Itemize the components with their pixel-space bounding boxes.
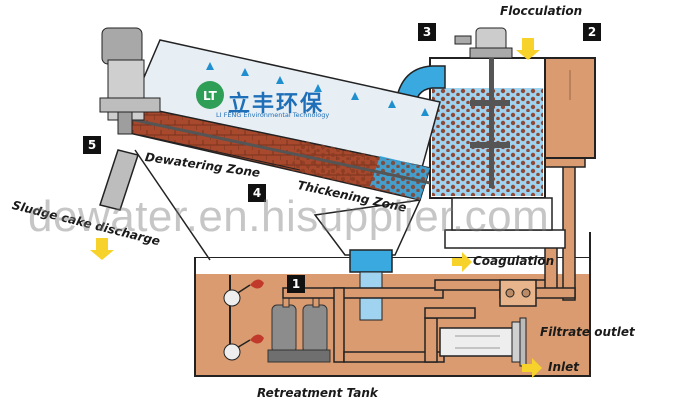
filtrate-funnel (313, 199, 422, 321)
label-filtrate-outlet: Filtrate outlet (540, 325, 635, 339)
marker-1: 1 (287, 275, 305, 293)
label-retreatment-tank: Retreatment Tank (257, 386, 378, 400)
drive-motor (99, 27, 161, 135)
feed-pump (439, 317, 527, 367)
flow-arrows (90, 38, 542, 378)
arrow-right-icon (522, 358, 542, 378)
label-inlet: Inlet (548, 360, 579, 374)
cake-discharge-chute (99, 149, 211, 261)
inline-valve (499, 279, 537, 307)
submersible-pumps (267, 294, 331, 363)
brand-name-cn: 立丰环保 (228, 92, 325, 117)
arrow-right-icon (452, 252, 472, 272)
label-coagulation: Coagulation (473, 254, 555, 268)
logo-mark: LT (203, 89, 218, 103)
marker-4: 4 (248, 184, 266, 202)
marker-2: 2 (583, 23, 601, 41)
label-flocculation: Flocculation (500, 4, 583, 18)
level-switch (223, 275, 264, 361)
flocculation-tank (429, 27, 596, 231)
marker-5: 5 (83, 136, 101, 154)
arrow-down-icon (90, 238, 114, 260)
marker-3: 3 (418, 23, 436, 41)
screw-press (124, 39, 441, 201)
brand-name-en: LI FENG Environmental Technology (216, 111, 330, 119)
arrow-down-icon (516, 38, 540, 60)
company-logo: LT (196, 81, 224, 109)
watermark: dewater.en.hisupplier.com (28, 192, 550, 241)
